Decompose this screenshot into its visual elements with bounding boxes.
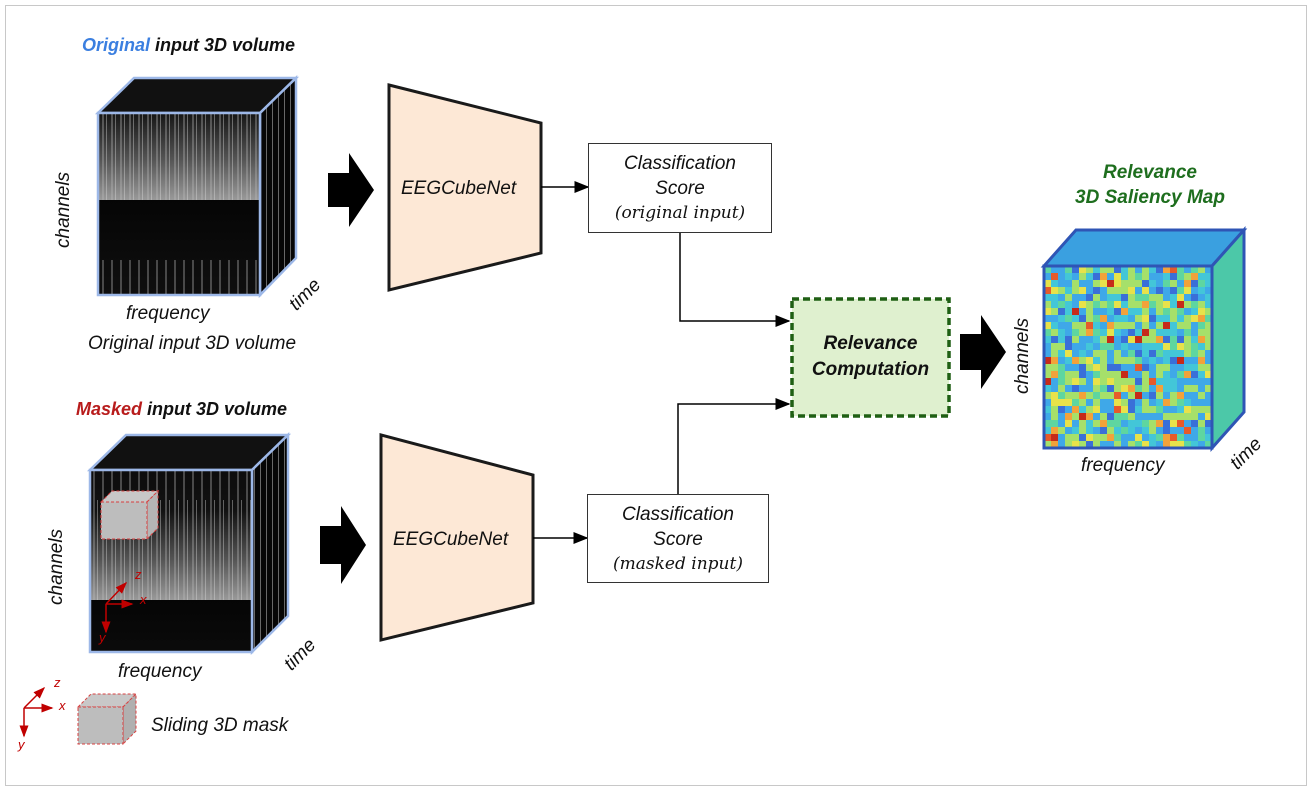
score-original-line3: (original input) (614, 203, 746, 223)
score-masked-line2: Score (653, 529, 703, 550)
flow-arrow-bottom (320, 506, 366, 584)
legend-mask-label: Sliding 3D mask (151, 715, 289, 736)
legend-axes (19, 686, 54, 738)
relevance-line1: Relevance (823, 333, 918, 354)
original-title-emphasis: Original (82, 35, 151, 55)
saliency-map-cube (1040, 226, 1248, 452)
original-volume-cube (94, 75, 300, 299)
network-top-shape (387, 83, 543, 292)
original-title-rest: input 3D volume (150, 35, 296, 55)
original-axis-channels: channels (53, 171, 74, 248)
relevance-line2: Computation (811, 359, 930, 380)
original-volume-title: Original input 3D volume (82, 35, 295, 56)
masked-volume-title: Masked input 3D volume (76, 399, 287, 420)
saliency-heatmap (1044, 266, 1212, 448)
score-box-masked: Classification Score (masked input) (587, 494, 769, 583)
saliency-axis-frequency: frequency (1081, 455, 1165, 476)
score-masked-line3: (masked input) (613, 554, 743, 574)
saliency-top-face (1040, 228, 1248, 268)
cube-side-face (250, 432, 290, 656)
masked-axis-y-label: y (99, 630, 106, 645)
masked-axis-channels: channels (46, 528, 67, 605)
score-masked-line1: Classification (622, 504, 734, 525)
score-box-original: Classification Score (original input) (588, 143, 772, 233)
volume-axes (101, 581, 134, 634)
masked-axis-frequency: frequency (118, 661, 202, 682)
masked-title-rest: input 3D volume (142, 399, 288, 419)
sliding-mask-in-volume (99, 489, 160, 541)
saliency-title-line2: 3D Saliency Map (1075, 187, 1225, 208)
legend-mask-cube (76, 692, 138, 746)
masked-axis-x-label: x (140, 592, 147, 607)
saliency-axis-channels: channels (1012, 317, 1033, 394)
saliency-title: Relevance 3D Saliency Map (1050, 160, 1250, 210)
saliency-front-face (1042, 264, 1214, 450)
saliency-side-face (1210, 226, 1246, 452)
masked-title-emphasis: Masked (76, 399, 143, 419)
connector-score-top-to-relevance (679, 232, 791, 327)
flow-arrow-top (328, 153, 374, 227)
score-original-line2: Score (655, 178, 705, 199)
relevance-computation-shape (790, 297, 951, 418)
cube-front-face (96, 111, 262, 297)
legend-axis-y-label: y (18, 737, 25, 752)
legend-axis-x-label: x (59, 698, 66, 713)
flow-arrow-right (960, 315, 1006, 389)
network-bottom-label: EEGCubeNet (393, 529, 509, 550)
connector-score-bottom-to-relevance (677, 398, 791, 494)
relevance-computation-box: Relevance Computation (792, 331, 949, 383)
legend-axis-z-label: z (54, 675, 61, 690)
original-volume-caption: Original input 3D volume (88, 333, 297, 354)
masked-axis-z-label: z (135, 567, 142, 582)
saliency-title-line1: Relevance (1102, 162, 1197, 183)
cube-side-face (258, 75, 298, 299)
score-original-line1: Classification (624, 153, 736, 174)
network-top-label: EEGCubeNet (401, 178, 517, 199)
original-axis-frequency: frequency (126, 303, 210, 324)
masked-volume-cube (86, 432, 292, 656)
network-bottom-shape (379, 433, 535, 642)
